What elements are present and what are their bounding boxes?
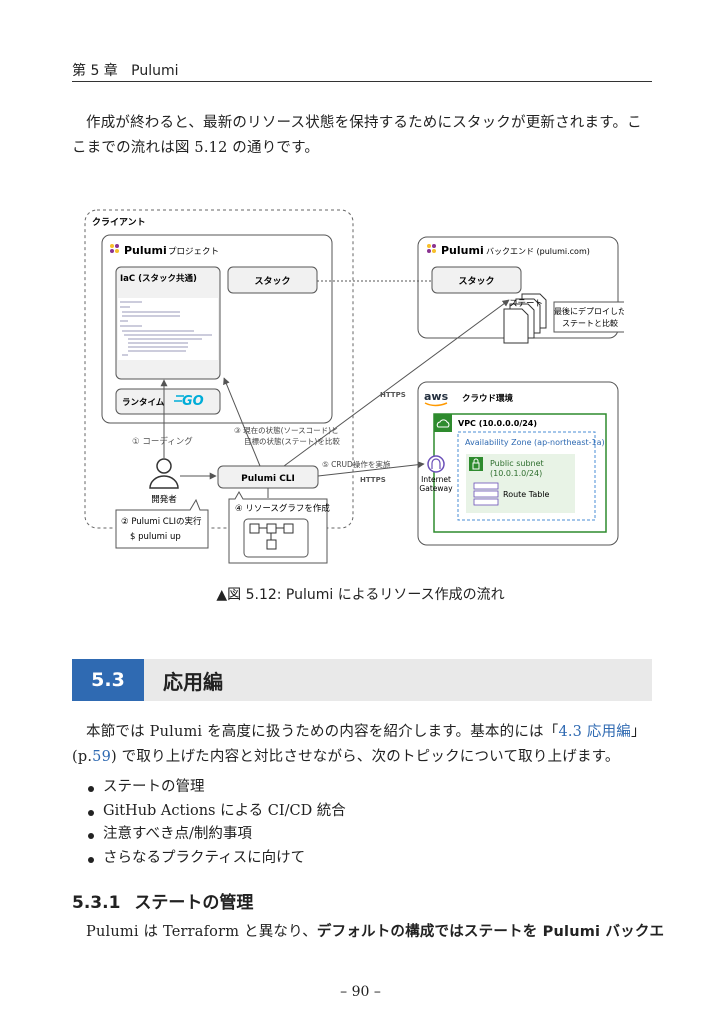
step4-label: ④ リソースグラフを作成 (235, 503, 330, 514)
page-number: – 90 – (340, 984, 381, 1000)
step5-label: ⑤ CRUD操作を実施 (322, 459, 391, 469)
subsection-paragraph: Pulumi は Terraform と異なり、デフォルトの構成ではステートを … (72, 920, 664, 945)
code-snippet (118, 298, 218, 360)
az-box (457, 431, 596, 521)
subnet-label-2: (10.0.1.0/24) (490, 469, 542, 478)
go-logo: GO (182, 394, 204, 409)
figure-caption: ▲図 5.12: Pulumi によるリソース作成の流れ (216, 587, 505, 603)
subsection-text: Pulumi は Terraform と異なり、 (86, 924, 317, 940)
list-item: GitHub Actions による CI/CD 統合 (88, 800, 346, 824)
chapter-title: Pulumi (131, 63, 179, 79)
runtime-label: ランタイム (122, 397, 165, 408)
pulumi-logo-icon (110, 244, 119, 253)
chapter-number: 第 5 章 (72, 63, 118, 79)
page-link[interactable]: 59 (92, 749, 112, 765)
subsection-number: 5.3.1 (72, 893, 121, 913)
compare-label-1: 最後にデプロイした (554, 306, 624, 316)
step2-callout (115, 498, 209, 549)
intro-paragraph: 作成が終わると、最新のリソース状態を保持するためにスタックが更新されます。ここま… (72, 115, 642, 156)
backend-brand: Pulumi (441, 244, 484, 257)
backend-https-arrow (283, 299, 510, 467)
compare-source-arrow (223, 377, 261, 467)
igw-label-1: Internet (421, 475, 451, 484)
backend-stack-label: スタック (458, 275, 494, 287)
aws-logo: aws (424, 390, 449, 403)
state-label: ステート (509, 299, 543, 309)
vpc-label: VPC (10.0.0.0/24) (458, 419, 537, 428)
backend-label: バックエンド (pulumi.com) (486, 247, 590, 256)
section-intro-paragraph: 本節では Pulumi を高度に扱うための内容を紹介します。基本的には「4.3 … (72, 720, 652, 770)
section-title: 応用編 (163, 670, 223, 694)
az-label: Availability Zone (ap-northeast-1a) (465, 438, 605, 447)
subsection-title: ステートの管理 (134, 893, 254, 913)
cloud-label: クラウド環境 (462, 393, 514, 404)
project-label: プロジェクト (168, 247, 219, 257)
crud-arrow (317, 461, 425, 477)
step3-line-1: ③ 現在の状態(ソースコード)と (234, 425, 339, 435)
pulumi-logo-icon (427, 244, 436, 253)
compare-label-2: ステートと比較 (562, 318, 618, 328)
topic-list: ステートの管理 GitHub Actions による CI/CD 統合 注意すべ… (88, 776, 346, 870)
route-table-label: Route Table (503, 490, 550, 499)
intro-text-2: 」(p. (72, 724, 646, 765)
section-number: 5.3 (72, 659, 144, 701)
intro-text-1: 本節では Pulumi を高度に扱うための内容を紹介します。基本的には「 (86, 724, 559, 740)
step2-label: ② Pulumi CLIの実行 (121, 516, 202, 527)
developer-label: 開発者 (151, 495, 177, 505)
stack-label: スタック (254, 275, 290, 287)
list-item: 注意すべき点/制約事項 (88, 823, 346, 847)
iac-label: IaC (スタック共通) (120, 273, 197, 284)
step3-line-2: 目標の状態(ステート)を比較 (244, 436, 340, 446)
developer-icon (149, 458, 179, 489)
backend-stack-box (431, 266, 522, 294)
step2-command: $ pulumi up (130, 532, 181, 542)
vpc-cloud-icon (434, 414, 452, 432)
intro-text-3: ) で取り上げた内容と対比させながら、次のトピックについて取り上げます。 (111, 749, 620, 765)
https-upper: HTTPS (380, 391, 406, 399)
aws-smile-icon (424, 402, 448, 407)
header-rule (72, 81, 652, 82)
running-header: 第 5 章 Pulumi (72, 60, 179, 80)
compare-note (553, 301, 624, 333)
subnet-label-1: Public subnet (490, 459, 544, 468)
https-lower: HTTPS (360, 476, 386, 484)
runtime-box (115, 388, 221, 415)
stack-box (227, 266, 318, 294)
section-heading-band (72, 659, 652, 701)
list-item: さらなるプラクティスに向けて (88, 847, 346, 871)
state-documents-icon (503, 293, 547, 344)
igw-label-2: Gateway (419, 484, 453, 493)
section-link[interactable]: 4.3 応用編 (558, 724, 632, 740)
route-table-icon (473, 482, 499, 506)
client-label: クライアント (92, 217, 146, 228)
cli-label: Pulumi CLI (241, 474, 295, 484)
list-item: ステートの管理 (88, 776, 346, 800)
project-brand: Pulumi (124, 244, 167, 257)
code-lines (120, 301, 212, 356)
resource-flow-diagram: クライアント Pulumi プロジェクト IaC (スタック共通) スタック ラ… (84, 209, 624, 564)
step1-label: ① コーディング (132, 436, 193, 447)
client-boundary (84, 209, 354, 529)
subsection-heading: 5.3.1 ステートの管理 (72, 888, 253, 913)
subsection-bold-text: デフォルトの構成ではステートを Pulumi バックエ (316, 924, 665, 940)
